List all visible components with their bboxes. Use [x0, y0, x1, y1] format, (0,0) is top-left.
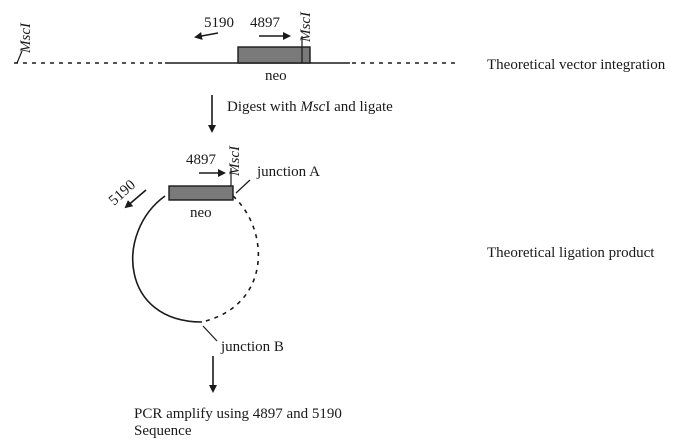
circle-solid-arc [131, 195, 203, 323]
primer-4897-label-circle: 4897 [186, 152, 217, 168]
digest-step: Digest with MscI and ligate [208, 95, 393, 133]
pcr-step: PCR amplify using 4897 and 5190 Sequence [134, 356, 342, 439]
pcr-caption: PCR amplify using 4897 and 5190 [134, 406, 342, 422]
ligation-panel: neo MscI 4897 5190 junction A junction B… [106, 145, 655, 355]
neo-label-circle: neo [190, 205, 212, 221]
mscI-site-left-tick [16, 50, 23, 64]
primer-5190-arrow-circle [124, 189, 147, 209]
circle-dashed-arc [201, 195, 260, 323]
digest-caption: Digest with MscI and ligate [227, 99, 393, 115]
primer-4897-label-top: 4897 [250, 15, 281, 31]
integration-panel: MscI neo MscI 5190 4897 Theoretical vect… [14, 11, 666, 84]
digest-caption-prefix: Digest with [227, 99, 300, 115]
junction-a-pointer [235, 179, 251, 194]
ligation-title: Theoretical ligation product [487, 245, 655, 261]
junction-a-label: junction A [256, 164, 320, 180]
integration-title: Theoretical vector integration [487, 57, 666, 73]
primer-5190-arrow-top [194, 31, 219, 40]
mscI-site-circle-label: MscI [227, 145, 243, 177]
junction-b-pointer [202, 325, 218, 342]
junction-b-label: junction B [220, 339, 284, 355]
digest-caption-suffix: and ligate [330, 99, 393, 115]
digest-caption-enzyme-suffix: I [325, 99, 330, 115]
neo-label-top: neo [265, 68, 287, 84]
neo-box-top [237, 46, 311, 64]
digest-caption-enzyme: Msc [299, 99, 325, 115]
primer-5190-label-top: 5190 [204, 15, 234, 31]
neo-box-circle [168, 185, 234, 201]
primer-5190-label-circle: 5190 [106, 177, 139, 209]
mscI-site-left-label: MscI [18, 22, 34, 54]
sequence-caption: Sequence [134, 423, 192, 439]
mscI-site-neo-label: MscI [298, 11, 314, 43]
